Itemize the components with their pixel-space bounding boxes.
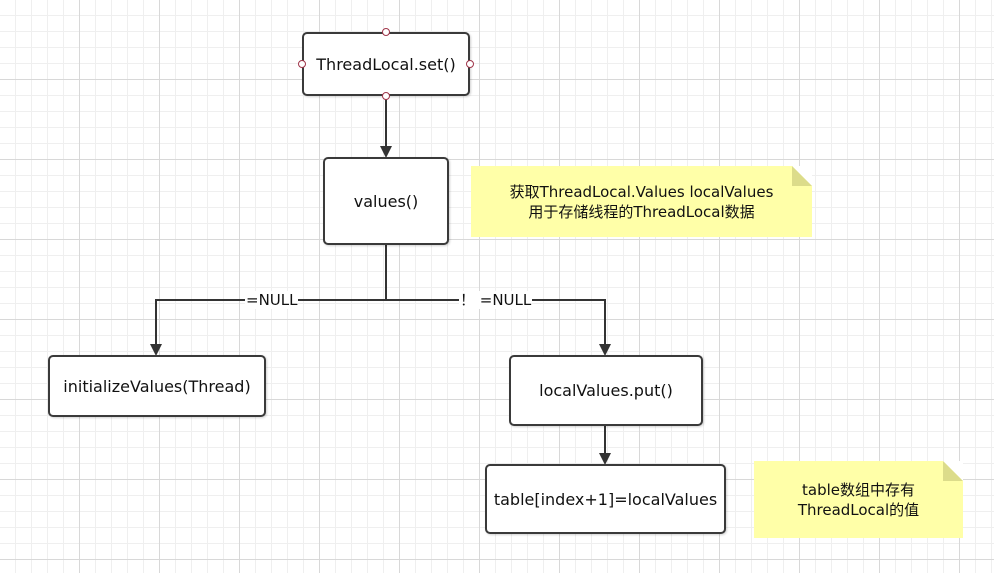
node-local-values-put-label: localValues.put() (539, 381, 673, 400)
selection-handle-right[interactable] (466, 60, 474, 68)
node-table-assign-label: table[index+1]=localValues (493, 489, 718, 509)
node-threadlocal-set-label: ThreadLocal.set() (316, 54, 456, 74)
selection-handle-top[interactable] (382, 28, 390, 36)
note-values-line-1: 获取ThreadLocal.Values localValues (509, 182, 774, 201)
node-values[interactable]: values() (323, 157, 449, 245)
note-table-line-2: ThreadLocal的值 (797, 500, 920, 519)
node-initialize-values-label: initializeValues(Thread) (63, 376, 251, 396)
note-table-line-1: table数组中存有 (802, 480, 915, 499)
edge-label-not-null: ！ =NULL (459, 291, 533, 309)
selection-handle-bottom[interactable] (382, 92, 390, 100)
edge-label-null: =NULL (245, 291, 299, 309)
note-values-fold-shade (792, 166, 812, 186)
node-threadlocal-set[interactable]: ThreadLocal.set() (302, 32, 470, 96)
selection-handle-left[interactable] (298, 60, 306, 68)
node-initialize-values[interactable]: initializeValues(Thread) (48, 355, 266, 417)
note-table[interactable]: table数组中存有 ThreadLocal的值 (754, 461, 963, 538)
node-table-assign[interactable]: table[index+1]=localValues (485, 464, 726, 534)
note-values[interactable]: 获取ThreadLocal.Values localValues 用于存储线程的… (471, 166, 812, 237)
note-table-fold-shade (943, 461, 963, 481)
node-local-values-put[interactable]: localValues.put() (509, 355, 703, 426)
note-values-line-2: 用于存储线程的ThreadLocal数据 (528, 202, 755, 221)
node-values-label: values() (353, 191, 419, 211)
edge-values-to-initialize[interactable] (150, 299, 386, 356)
